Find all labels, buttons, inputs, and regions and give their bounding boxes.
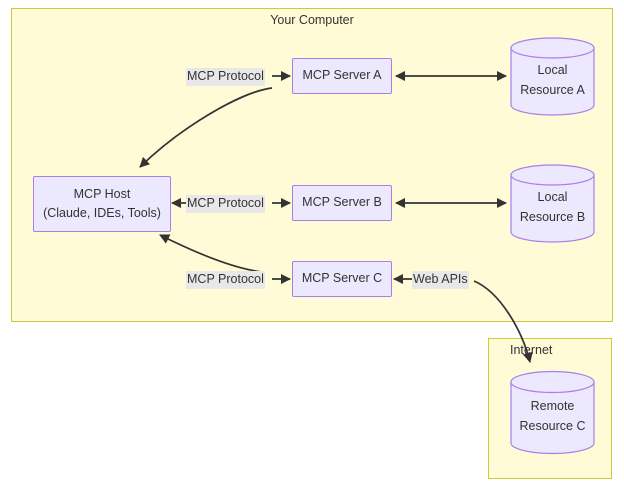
edge-label-host-to-server-a: MCP Protocol (186, 68, 265, 86)
node-mcp-host-label-line1: MCP Host (73, 186, 131, 201)
node-local-resource-a[interactable]: Local Resource A (510, 36, 595, 117)
node-mcp-server-b-label: MCP Server B (302, 195, 382, 210)
node-mcp-host[interactable]: MCP Host (Claude, IDEs, Tools) (33, 176, 171, 232)
node-mcp-server-c[interactable]: MCP Server C (292, 261, 392, 297)
node-local-resource-a-label-line1: Local (537, 62, 568, 77)
node-local-resource-a-label: Local Resource A (510, 36, 595, 117)
node-remote-resource-c-label-line1: Remote (530, 398, 575, 413)
node-remote-resource-c-label-line2: Resource C (519, 418, 586, 433)
node-mcp-server-b[interactable]: MCP Server B (292, 185, 392, 221)
node-remote-resource-c[interactable]: Remote Resource C (510, 369, 595, 456)
cylinder-shape (510, 164, 595, 243)
node-mcp-host-label-line2: (Claude, IDEs, Tools) (43, 206, 161, 220)
cluster-internet-title: Internet (510, 343, 553, 357)
edge-label-web-apis: Web APIs (412, 271, 469, 289)
node-local-resource-b-label-line2: Resource B (519, 209, 586, 224)
node-local-resource-b[interactable]: Local Resource B (510, 163, 595, 244)
node-local-resource-b-label: Local Resource B (510, 163, 595, 244)
node-remote-resource-c-label: Remote Resource C (510, 369, 595, 456)
edge-label-host-to-server-b: MCP Protocol (186, 195, 265, 213)
cylinder-shape (510, 370, 595, 455)
node-mcp-server-a[interactable]: MCP Server A (292, 58, 392, 94)
node-mcp-server-a-label: MCP Server A (302, 68, 382, 83)
edge-label-host-to-server-c: MCP Protocol (186, 271, 265, 289)
node-local-resource-a-label-line2: Resource A (520, 82, 585, 97)
cluster-your-computer-title: Your Computer (270, 13, 354, 27)
node-mcp-server-c-label: MCP Server C (301, 271, 383, 286)
node-local-resource-b-label-line1: Local (537, 189, 568, 204)
cylinder-shape (510, 37, 595, 116)
